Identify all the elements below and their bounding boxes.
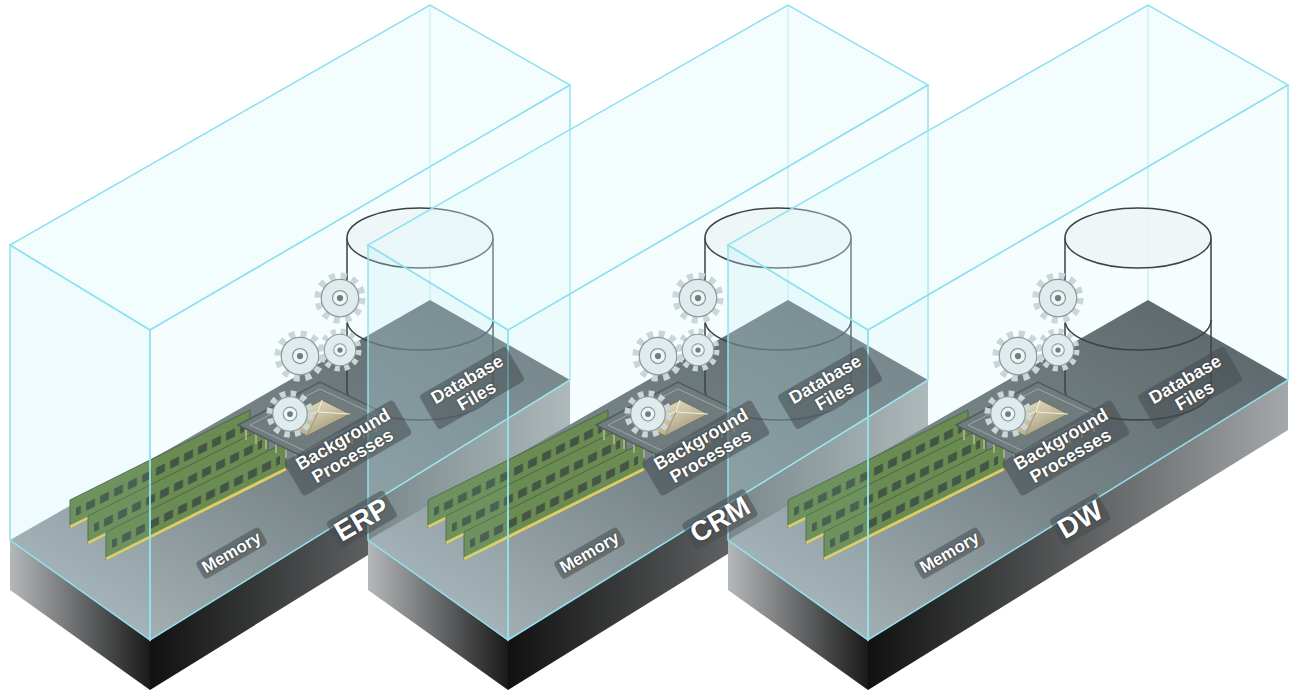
memory-label: Memory <box>195 526 268 580</box>
database-instance: Memory Background ProcessesDatabase Files… <box>0 0 580 692</box>
instance-name: DW <box>1048 493 1111 548</box>
dw-instance-art <box>728 5 1288 690</box>
processes-label: Background Processes <box>283 399 412 496</box>
database-instance: MemoryBackground ProcessesDatabase Files… <box>718 0 1289 692</box>
processes-label: Background Processes <box>641 399 770 496</box>
files-label: Database Files <box>1137 346 1243 430</box>
instance-name: CRM <box>681 488 759 551</box>
files-label: Database Files <box>419 346 525 430</box>
memory-label: Memory <box>553 526 626 580</box>
memory-label: Memory <box>913 526 986 580</box>
files-label: Database Files <box>777 346 883 430</box>
database-instance: MemoryBackground ProcessesDatabase Files… <box>358 0 938 692</box>
processes-label: Background Processes <box>1001 399 1130 496</box>
instance-name: ERP <box>326 490 398 550</box>
